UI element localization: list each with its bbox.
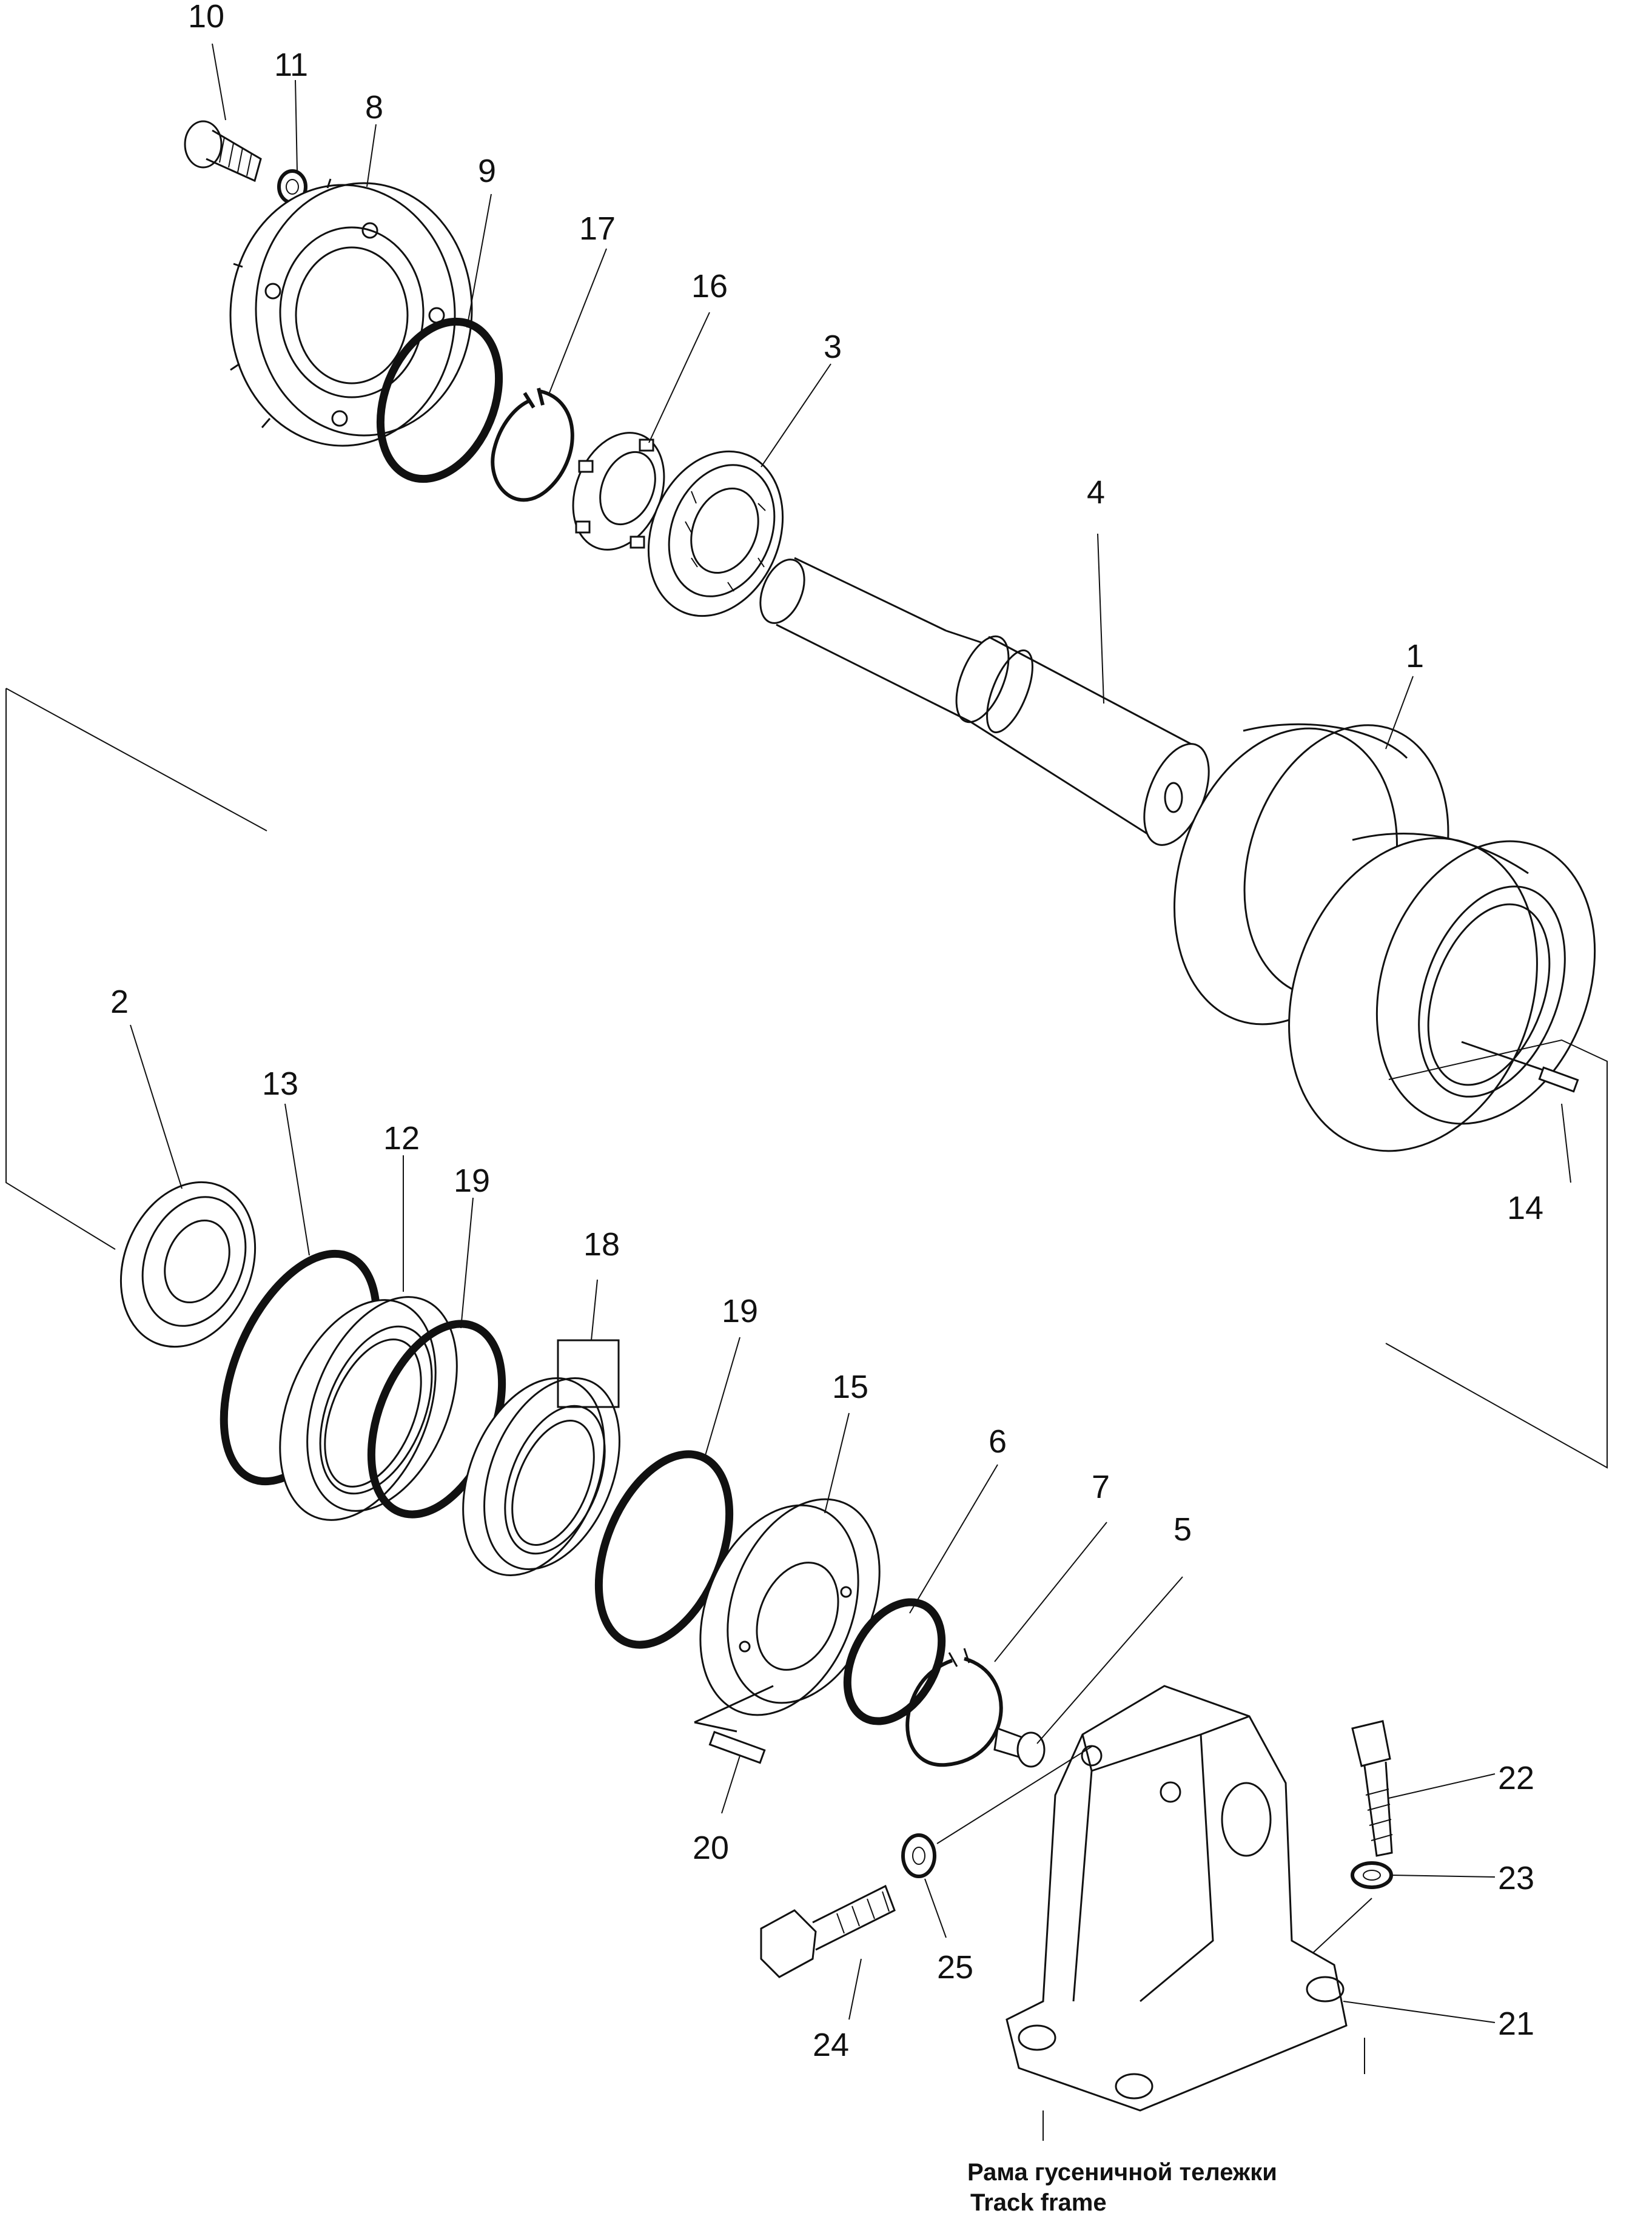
bolt-22 — [1351, 1720, 1393, 1857]
bolt-5 — [993, 1727, 1046, 1768]
part-label-15: 15 — [832, 1369, 868, 1405]
part-label-9: 9 — [478, 153, 496, 189]
cover-8 — [229, 178, 473, 447]
part-label-16: 16 — [691, 268, 728, 304]
part-label-21: 21 — [1498, 2006, 1534, 2042]
snap-ring-7 — [905, 1648, 1003, 1767]
caption-russian: Рама гусеничной тележки — [967, 2159, 1277, 2186]
bracket-21 — [1006, 1685, 1365, 2141]
caption-english: Track frame — [970, 2189, 1107, 2216]
part-label-12: 12 — [383, 1120, 420, 1157]
bolt-24 — [760, 1884, 896, 1978]
part-label-7: 7 — [1092, 1469, 1110, 1505]
snap-ring-17 — [491, 388, 574, 502]
assembly-guide-lines — [5, 688, 1608, 1953]
part-label-14: 14 — [1507, 1190, 1543, 1226]
roller-1 — [1174, 723, 1596, 1152]
part-label-13: 13 — [262, 1066, 298, 1102]
seal-12 — [279, 1296, 458, 1521]
part-label-23: 23 — [1498, 1860, 1534, 1896]
o-ring-6 — [843, 1598, 946, 1725]
part-label-18: 18 — [583, 1226, 620, 1263]
part-labels: 10 11 8 9 17 16 3 4 1 14 2 13 12 19 18 1… — [110, 0, 1543, 2063]
part-label-6: 6 — [989, 1423, 1007, 1460]
part-label-24: 24 — [813, 2027, 849, 2063]
part-label-11: 11 — [274, 47, 308, 83]
seal-18-tag — [557, 1339, 620, 1408]
washer-23 — [1351, 1861, 1393, 1889]
part-label-25: 25 — [937, 1949, 973, 1986]
part-label-3: 3 — [824, 329, 842, 365]
part-label-2: 2 — [110, 984, 129, 1020]
part-label-19-upper: 19 — [454, 1163, 490, 1199]
part-label-10: 10 — [188, 0, 224, 35]
pin-14 — [1461, 1041, 1579, 1093]
bearing-2 — [119, 1181, 257, 1348]
part-label-8: 8 — [365, 89, 383, 126]
part-label-19-lower: 19 — [722, 1293, 758, 1329]
nut-16 — [572, 432, 665, 551]
bearing-3 — [647, 450, 784, 617]
washer-25 — [901, 1833, 936, 1878]
part-label-22: 22 — [1498, 1760, 1534, 1796]
track-frame-caption: Рама гусеничной тележки Track frame — [967, 2159, 1277, 2216]
part-label-5: 5 — [1174, 1511, 1192, 1548]
seal-18 — [462, 1377, 620, 1576]
part-label-17: 17 — [579, 210, 616, 247]
shaft-4 — [759, 557, 1210, 846]
part-label-1: 1 — [1406, 638, 1424, 674]
retainer-15 — [699, 1498, 881, 1716]
bolt-10 — [184, 120, 262, 183]
part-label-4: 4 — [1087, 474, 1105, 511]
pin-20 — [694, 1685, 774, 1764]
part-label-20: 20 — [693, 1830, 729, 1866]
leader-lines — [130, 43, 1571, 2023]
o-ring-9 — [376, 317, 503, 483]
